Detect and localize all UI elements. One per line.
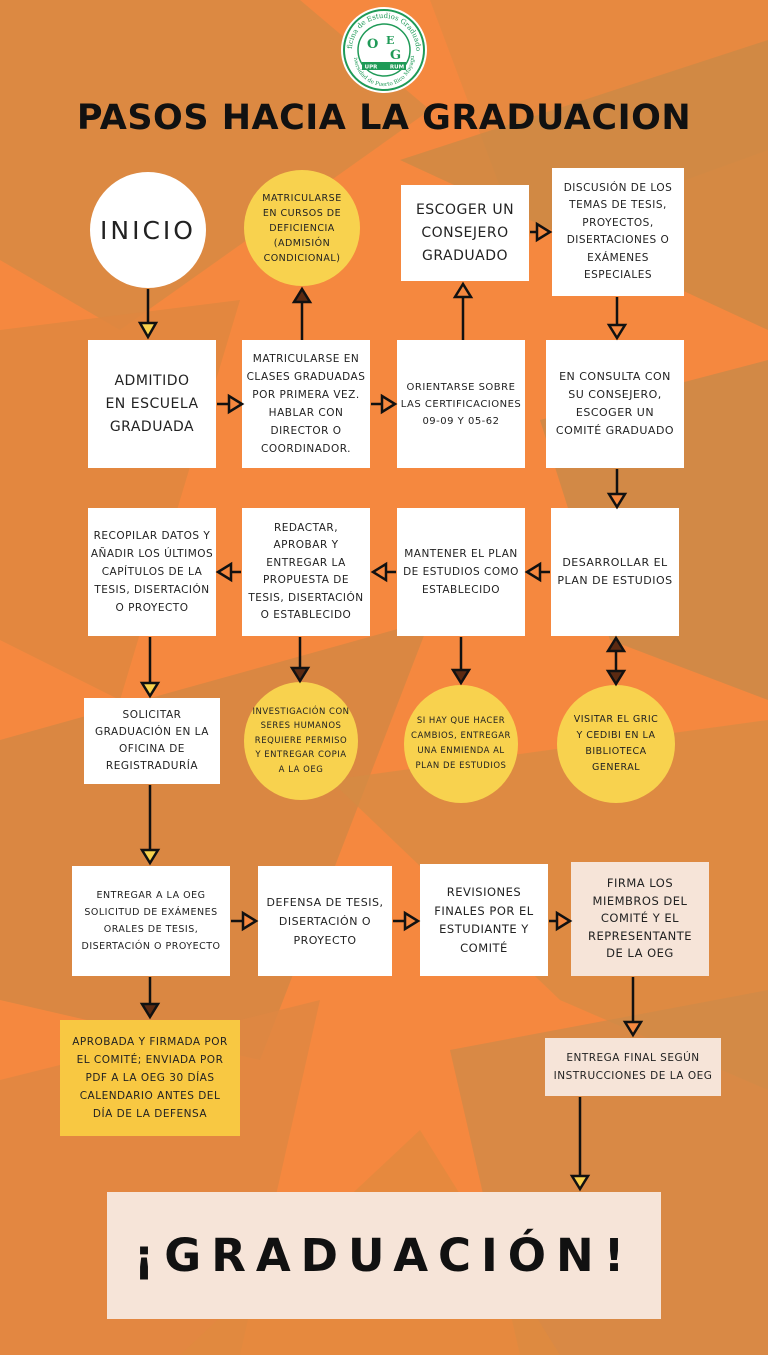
arrowhead bbox=[215, 561, 233, 583]
node-defensa: DEFENSA DE TESIS, DISERTACIÓN O PROYECTO bbox=[258, 866, 392, 976]
node-solicitar-graduacion-label: SOLICITAR GRADUACIÓN EN LA OFICINA DE RE… bbox=[95, 709, 209, 772]
arrowhead bbox=[524, 561, 542, 583]
arrowhead bbox=[606, 492, 628, 510]
logo-letter-o: O bbox=[367, 37, 378, 52]
node-discusion-temas-label: DISCUSIÓN DE LOS TEMAS DE TESIS, PROYECT… bbox=[563, 181, 673, 282]
logo-ribbon-left: UPR bbox=[365, 65, 378, 71]
node-revisiones-label: REVISIONES FINALES POR EL ESTUDIANTE Y C… bbox=[434, 885, 534, 955]
arrowhead bbox=[555, 910, 573, 932]
arrowhead bbox=[380, 393, 398, 415]
node-mantener-plan: MANTENER EL PLAN DE ESTUDIOS COMO ESTABL… bbox=[397, 508, 525, 636]
node-inicio: INICIO bbox=[90, 172, 206, 288]
node-revisiones: REVISIONES FINALES POR EL ESTUDIANTE Y C… bbox=[420, 864, 548, 976]
arrowhead bbox=[606, 323, 628, 341]
arrowhead bbox=[291, 286, 313, 304]
arrowhead bbox=[535, 221, 553, 243]
arrowhead bbox=[622, 1020, 644, 1038]
arrowhead bbox=[403, 910, 421, 932]
node-escoger-consejero-label: ESCOGER UN CONSEJERO GRADUADO bbox=[415, 201, 515, 264]
logo-letter-e: E bbox=[386, 34, 394, 47]
node-desarrollar-plan: DESARROLLAR EL PLAN DE ESTUDIOS bbox=[551, 508, 679, 636]
arrowhead bbox=[137, 321, 159, 340]
node-defensa-label: DEFENSA DE TESIS, DISERTACIÓN O PROYECTO bbox=[266, 895, 384, 947]
node-redactar-label: REDACTAR, APROBAR Y ENTREGAR LA PROPUEST… bbox=[248, 521, 364, 622]
arrowhead bbox=[227, 393, 245, 415]
node-firma-label: FIRMA LOS MIEMBROS DEL COMITÉ Y EL REPRE… bbox=[587, 876, 692, 961]
node-admitido: ADMITIDO EN ESCUELA GRADUADA bbox=[88, 340, 216, 468]
arrowhead bbox=[450, 668, 472, 686]
arrowhead bbox=[241, 910, 259, 932]
node-entrega-final-label: ENTREGA FINAL SEGÚN INSTRUCCIONES DE LA … bbox=[553, 1052, 713, 1082]
arrowhead bbox=[452, 281, 474, 299]
node-aprobada-label: APROBADA Y FIRMADA POR EL COMITÉ; ENVIAD… bbox=[72, 1036, 228, 1120]
node-entrega-final: ENTREGA FINAL SEGÚN INSTRUCCIONES DE LA … bbox=[545, 1038, 721, 1096]
node-consulta-consejero-label: EN CONSULTA CON SU CONSEJERO, ESCOGER UN… bbox=[555, 370, 675, 437]
node-aprobada: APROBADA Y FIRMADA POR EL COMITÉ; ENVIAD… bbox=[60, 1020, 240, 1136]
node-admitido-label: ADMITIDO EN ESCUELA GRADUADA bbox=[105, 372, 199, 435]
node-recopilar-label: RECOPILAR DATOS Y AÑADIR LOS ÚLTIMOS CAP… bbox=[90, 530, 214, 614]
node-graduacion: ¡GRADUACIÓN! bbox=[107, 1192, 661, 1319]
arrowhead bbox=[289, 666, 311, 684]
arrowhead bbox=[139, 681, 161, 699]
arrowhead bbox=[370, 561, 388, 583]
node-graduacion-label: ¡GRADUACIÓN! bbox=[133, 1229, 635, 1282]
logo-letter-g: G bbox=[390, 48, 401, 63]
node-discusion-temas: DISCUSIÓN DE LOS TEMAS DE TESIS, PROYECT… bbox=[552, 168, 684, 296]
arrowhead bbox=[139, 848, 161, 866]
node-escoger-consejero: ESCOGER UN CONSEJERO GRADUADO bbox=[401, 185, 529, 281]
node-matricularse-deficiencia-label: MATRICULARSE EN CURSOS DE DEFICIENCIA (A… bbox=[262, 192, 342, 264]
bg-shape bbox=[330, 720, 768, 1090]
oeg-logo: Oficina de Estudios Graduados Universida… bbox=[340, 6, 427, 93]
node-cambios: SI HAY QUE HACER CAMBIOS, ENTREGAR UNA E… bbox=[404, 685, 518, 803]
node-solicitar-graduacion: SOLICITAR GRADUACIÓN EN LA OFICINA DE RE… bbox=[84, 698, 220, 784]
node-recopilar: RECOPILAR DATOS Y AÑADIR LOS ÚLTIMOS CAP… bbox=[88, 508, 216, 636]
arrowhead bbox=[569, 1174, 591, 1192]
node-matricularse-clases: MATRICULARSE EN CLASES GRADUADAS POR PRI… bbox=[242, 340, 370, 468]
node-visitar-label: VISITAR EL GRIC Y CEDIBI EN LA BIBLIOTEC… bbox=[573, 714, 659, 773]
node-orientarse-label: ORIENTARSE SOBRE LAS CERTIFICACIONES 09-… bbox=[400, 381, 522, 427]
node-investigacion-label: INVESTIGACIÓN CON SERES HUMANOS REQUIERE… bbox=[252, 706, 350, 775]
arrowhead bbox=[605, 669, 627, 687]
node-matricularse-deficiencia: MATRICULARSE EN CURSOS DE DEFICIENCIA (A… bbox=[244, 170, 360, 286]
arrowhead bbox=[605, 635, 627, 653]
logo-ribbon-right: RUM bbox=[390, 65, 404, 71]
node-orientarse: ORIENTARSE SOBRE LAS CERTIFICACIONES 09-… bbox=[397, 340, 525, 468]
node-entregar-solicitud-label: ENTREGAR A LA OEG SOLICITUD DE EXÁMENES … bbox=[81, 890, 221, 952]
node-redactar: REDACTAR, APROBAR Y ENTREGAR LA PROPUEST… bbox=[242, 508, 370, 636]
arrowhead bbox=[139, 1002, 161, 1020]
node-visitar: VISITAR EL GRIC Y CEDIBI EN LA BIBLIOTEC… bbox=[557, 685, 675, 803]
node-matricularse-clases-label: MATRICULARSE EN CLASES GRADUADAS POR PRI… bbox=[246, 353, 366, 455]
node-investigacion: INVESTIGACIÓN CON SERES HUMANOS REQUIERE… bbox=[244, 682, 358, 800]
node-desarrollar-plan-label: DESARROLLAR EL PLAN DE ESTUDIOS bbox=[557, 556, 673, 587]
node-cambios-label: SI HAY QUE HACER CAMBIOS, ENTREGAR UNA E… bbox=[411, 716, 511, 771]
node-inicio-label: INICIO bbox=[100, 215, 196, 245]
node-entregar-solicitud: ENTREGAR A LA OEG SOLICITUD DE EXÁMENES … bbox=[72, 866, 230, 976]
page-title: PASOS HACIA LA GRADUACION bbox=[76, 98, 692, 138]
node-mantener-plan-label: MANTENER EL PLAN DE ESTUDIOS COMO ESTABL… bbox=[403, 548, 519, 596]
node-consulta-consejero: EN CONSULTA CON SU CONSEJERO, ESCOGER UN… bbox=[546, 340, 684, 468]
node-firma: FIRMA LOS MIEMBROS DEL COMITÉ Y EL REPRE… bbox=[571, 862, 709, 976]
